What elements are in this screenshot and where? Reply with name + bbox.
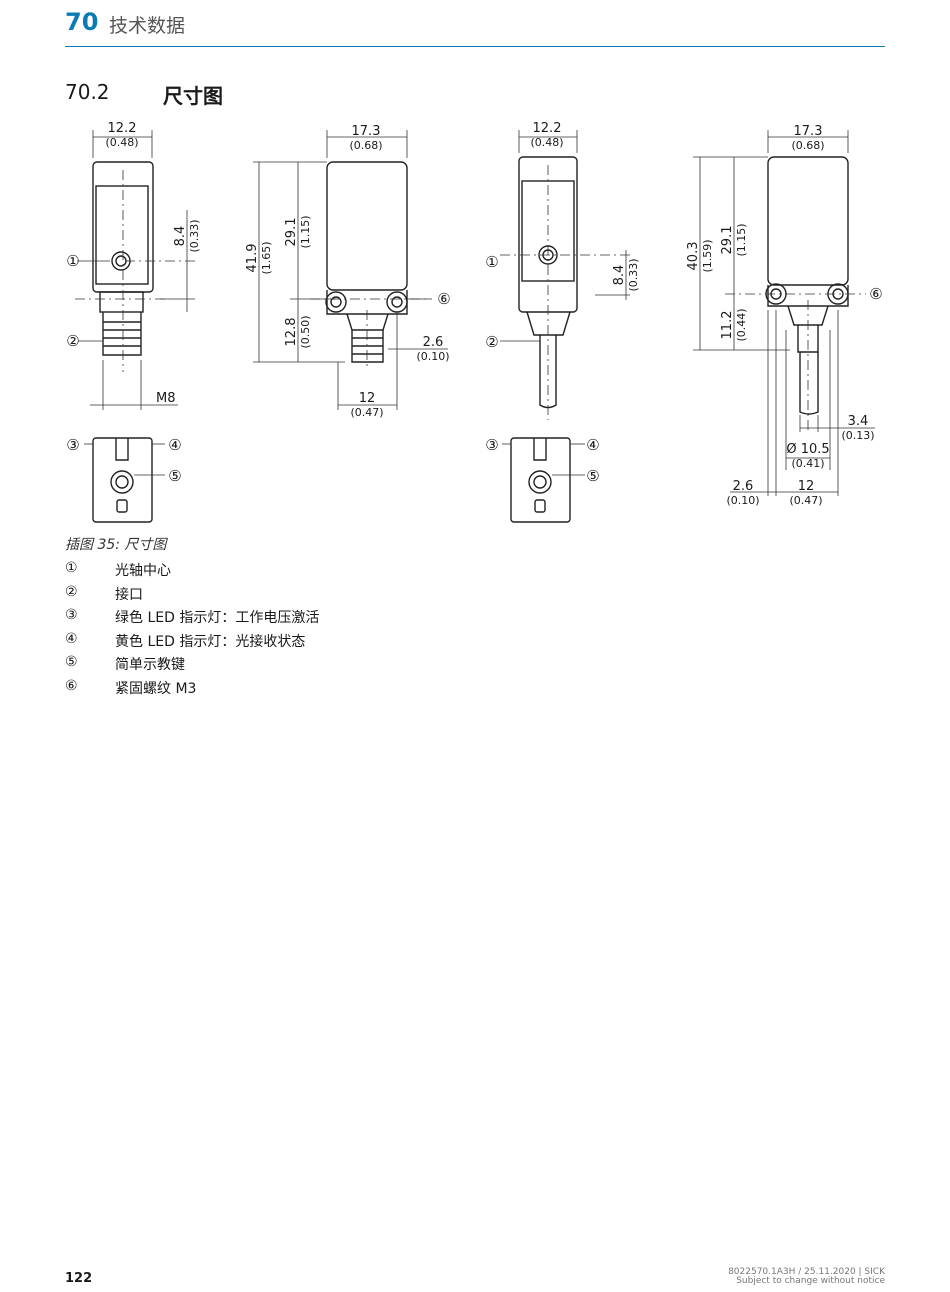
v4-body-height-inch: (1.15) xyxy=(735,223,748,256)
v2-width-inch: (0.68) xyxy=(349,139,382,152)
callout-4-view3: ④ xyxy=(586,436,599,454)
v4-diameter: Ø 10.5 xyxy=(786,442,829,457)
v2-width: 17.3 xyxy=(352,124,381,139)
v4-body-height: 29.1 xyxy=(720,226,735,255)
v4-conn-height-inch: (0.44) xyxy=(735,308,748,341)
v4-width-inch: (0.68) xyxy=(791,139,824,152)
v4-diameter-inch: (0.41) xyxy=(791,457,824,470)
page-header: 70 技术数据 xyxy=(65,6,885,47)
v2-conn-height-inch: (0.50) xyxy=(299,315,312,348)
v4-base: 12 xyxy=(798,479,815,494)
callout-3-view3: ③ xyxy=(485,436,498,454)
v1-thread: M8 xyxy=(156,391,176,406)
v4-cable: 3.4 xyxy=(848,414,869,429)
callout-6-view2: ⑥ xyxy=(437,290,450,308)
v4-total-height: 40.3 xyxy=(686,242,701,271)
v2-conn-height: 12.8 xyxy=(284,318,299,347)
footer-doc-info: 8022570.1A3H / 25.11.2020 | SICK xyxy=(728,1267,885,1277)
v3-width-inch: (0.48) xyxy=(530,136,563,149)
legend-text: 绿色 LED 指示灯：工作电压激活 xyxy=(115,610,320,626)
legend-text: 黄色 LED 指示灯：光接收状态 xyxy=(115,633,306,650)
dimension-drawing: 12.2 (0.48) 8.4 (0.33) M8 17.3 (0.68) 41… xyxy=(66,121,883,523)
callout-2-view1: ② xyxy=(66,332,79,350)
v4-cable-inch: (0.13) xyxy=(841,429,874,442)
v2-base: 12 xyxy=(359,391,376,406)
v2-total-height: 41.9 xyxy=(245,244,260,273)
v4-hole-inch: (0.10) xyxy=(726,494,759,507)
section-title: 尺寸图 xyxy=(163,84,223,108)
callout-4-view1: ④ xyxy=(168,436,181,454)
callout-3-view1: ③ xyxy=(66,436,79,454)
v4-hole: 2.6 xyxy=(733,479,754,494)
v4-total-height-inch: (1.59) xyxy=(701,239,714,272)
v4-conn-height: 11.2 xyxy=(720,311,735,340)
footer-note: Subject to change without notice xyxy=(736,1276,885,1286)
v2-body-height-inch: (1.15) xyxy=(299,215,312,248)
callout-5-view3: ⑤ xyxy=(586,467,599,485)
v2-base-inch: (0.47) xyxy=(350,406,383,419)
legend-marker: ② xyxy=(65,583,78,600)
callout-5-view1: ⑤ xyxy=(168,467,181,485)
v4-base-inch: (0.47) xyxy=(789,494,822,507)
legend-marker: ③ xyxy=(65,607,78,623)
callout-6-view4: ⑥ xyxy=(869,285,882,303)
v3-offset-inch: (0.33) xyxy=(627,258,640,291)
view2-sensor-side xyxy=(325,161,408,363)
view4-sensor-side xyxy=(765,156,849,415)
v4-width: 17.3 xyxy=(794,124,823,139)
v3-width: 12.2 xyxy=(533,121,562,136)
footer-info: 8022570.1A3H / 25.11.2020 | SICK Subject… xyxy=(728,1268,885,1286)
legend-marker: ⑤ xyxy=(65,654,78,670)
v1-offset: 8.4 xyxy=(173,226,188,247)
legend-marker: ① xyxy=(65,560,78,576)
page-number: 122 xyxy=(65,1271,93,1286)
chapter-number: 70 xyxy=(65,8,99,36)
section-number: 70.2 xyxy=(65,80,110,104)
callout-2-view3: ② xyxy=(485,333,498,351)
v3-offset: 8.4 xyxy=(612,265,627,286)
v2-total-height-inch: (1.65) xyxy=(260,241,273,274)
view3-cable-end xyxy=(510,437,571,523)
view1-connector-end xyxy=(92,437,153,523)
legend-text: 接口 xyxy=(115,586,143,603)
v2-hole: 2.6 xyxy=(423,335,444,350)
legend-marker: ④ xyxy=(65,630,78,647)
v2-hole-inch: (0.10) xyxy=(416,350,449,363)
v1-width-inch: (0.48) xyxy=(105,136,138,149)
legend-marker: ⑥ xyxy=(65,677,78,694)
legend-text: 光轴中心 xyxy=(115,563,171,579)
callout-1-view1: ① xyxy=(66,252,79,270)
v1-offset-inch: (0.33) xyxy=(188,219,201,252)
chapter-title: 技术数据 xyxy=(109,15,186,37)
v1-width: 12.2 xyxy=(108,121,137,136)
v2-body-height: 29.1 xyxy=(284,218,299,247)
callout-1-view3: ① xyxy=(485,253,498,271)
legend-text: 紧固螺纹 M3 xyxy=(115,680,197,697)
figure-caption: 插图 35: 尺寸图 xyxy=(65,537,167,553)
legend-text: 简单示教键 xyxy=(115,657,185,673)
